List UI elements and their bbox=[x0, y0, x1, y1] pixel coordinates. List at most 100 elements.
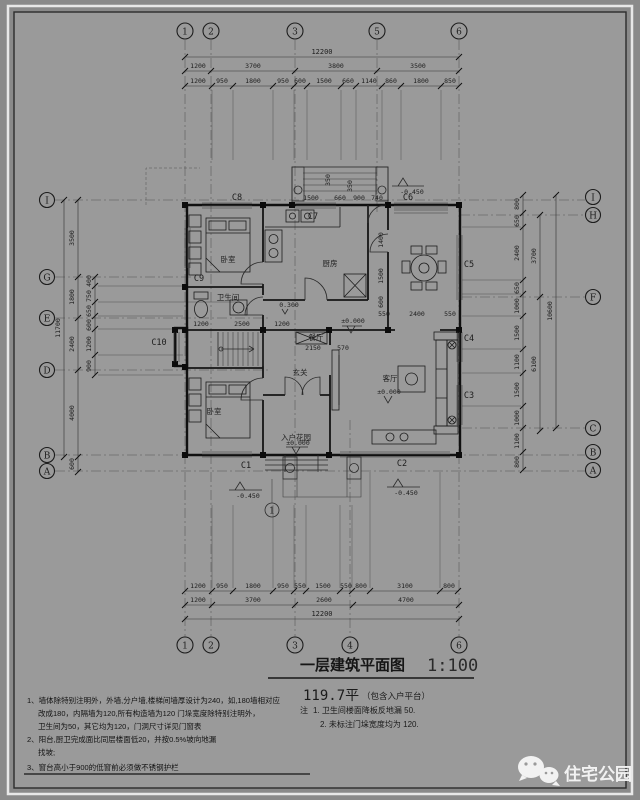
svg-text:600: 600 bbox=[294, 77, 306, 85]
svg-text:2600: 2600 bbox=[316, 596, 332, 604]
room-labels: 卧室 卫生间 厨房 餐厅 玄关 客厅 卧室 入户花园 bbox=[207, 254, 398, 442]
room-foyer: 玄关 bbox=[293, 367, 308, 377]
svg-text:400: 400 bbox=[85, 275, 93, 287]
axis-D-left: D bbox=[43, 367, 50, 377]
kitchen-fixtures bbox=[264, 207, 367, 298]
room-kitchen: 厨房 bbox=[323, 258, 338, 268]
entry-porch: 1 bbox=[264, 456, 362, 518]
svg-text:550: 550 bbox=[378, 310, 390, 318]
svg-text:3100: 3100 bbox=[397, 582, 413, 590]
svg-text:±0.000: ±0.000 bbox=[377, 388, 401, 396]
room-bathroom: 卫生间 bbox=[217, 292, 240, 302]
svg-text:900: 900 bbox=[353, 194, 365, 202]
level-zero-living: ±0.000 bbox=[377, 388, 401, 404]
axis-5-top: 5 bbox=[374, 28, 380, 38]
dimensions-right: 10600 3700 6100 800 650 2400 650 1000 15… bbox=[513, 198, 554, 468]
general-notes: 1、墙体除特别注明外，外墙,分户墙,楼梯间墙厚设计为240，如,180墙相对应 … bbox=[24, 695, 310, 775]
svg-text:1500: 1500 bbox=[315, 582, 331, 590]
detail-bubble-1: 1 bbox=[269, 507, 275, 517]
dim-left-total: 11700 bbox=[54, 318, 62, 338]
interior-dimensions: 1500 660 900 740 550 2400 550 1200 2500 … bbox=[193, 174, 456, 352]
dim-right-total: 10600 bbox=[546, 301, 554, 321]
svg-text:1200: 1200 bbox=[85, 336, 93, 352]
svg-text:1200: 1200 bbox=[190, 62, 206, 70]
svg-text:1000: 1000 bbox=[513, 410, 521, 426]
svg-text:1100: 1100 bbox=[513, 433, 521, 449]
drawing-title: 一层建筑平面图 bbox=[300, 656, 405, 674]
svg-text:3500: 3500 bbox=[410, 62, 426, 70]
svg-text:950: 950 bbox=[277, 77, 289, 85]
note-line-4: 2、阳台,厨卫完成面比同层楼面低20，并按0.5%坡向地漏 bbox=[27, 734, 217, 744]
svg-text:1200: 1200 bbox=[274, 320, 290, 328]
svg-text:1000: 1000 bbox=[513, 298, 521, 314]
svg-text:600: 600 bbox=[68, 458, 76, 470]
svg-text:-0.450: -0.450 bbox=[394, 489, 418, 497]
svg-text:550: 550 bbox=[340, 582, 352, 590]
svg-text:4700: 4700 bbox=[398, 596, 414, 604]
bed-bedroom2 bbox=[188, 377, 251, 439]
bed-bedroom1 bbox=[188, 214, 251, 276]
living-furniture bbox=[331, 331, 459, 445]
axis-B-left: B bbox=[44, 452, 51, 462]
svg-text:350: 350 bbox=[346, 180, 354, 192]
svg-text:6100: 6100 bbox=[530, 356, 538, 372]
note-line-3: 卫生间为50，其它均为120，门洞尺寸详见门窗表 bbox=[38, 721, 202, 731]
svg-text:1500: 1500 bbox=[377, 268, 385, 284]
svg-text:2400: 2400 bbox=[68, 336, 76, 352]
area-suffix: （包含入户平台） bbox=[362, 691, 430, 701]
svg-text:800: 800 bbox=[443, 582, 455, 590]
svg-text:1500: 1500 bbox=[316, 77, 332, 85]
svg-text:3700: 3700 bbox=[245, 596, 261, 604]
wechat-icon bbox=[518, 756, 560, 786]
staircase bbox=[217, 332, 264, 366]
dimensions-left: 11700 3500 1800 2400 4000 600 400 750 65… bbox=[54, 230, 93, 470]
axis-F-right: F bbox=[590, 294, 596, 304]
window-c7: C7 bbox=[308, 212, 318, 222]
window-c1: C1 bbox=[241, 461, 251, 471]
svg-text:600: 600 bbox=[377, 296, 385, 308]
window-c2: C2 bbox=[397, 459, 407, 469]
svg-text:3500: 3500 bbox=[68, 230, 76, 246]
svg-text:4000: 4000 bbox=[68, 405, 76, 421]
svg-text:660: 660 bbox=[342, 77, 354, 85]
level-zero-hall: ±0.000 bbox=[341, 317, 365, 334]
note-line-2: 改成180，内隔墙为120,所有构造墙为120 门垛宽度除特别注明外， bbox=[38, 708, 260, 718]
svg-text:660: 660 bbox=[334, 194, 346, 202]
svg-text:1200: 1200 bbox=[190, 77, 206, 85]
level-minus450-left: -0.450 bbox=[229, 481, 262, 500]
room-bedroom2: 卧室 bbox=[207, 406, 222, 416]
area-value: 119.7平 bbox=[303, 688, 359, 704]
svg-text:±0.000: ±0.000 bbox=[341, 317, 365, 325]
axis-6-bottom: 6 bbox=[456, 642, 462, 652]
drawing-scale: 1:100 bbox=[427, 656, 478, 676]
svg-text:550: 550 bbox=[444, 310, 456, 318]
window-c6: C6 bbox=[403, 193, 413, 203]
grid-bubbles-right: I H F C B A bbox=[584, 188, 602, 479]
window-c5: C5 bbox=[464, 260, 474, 270]
axis-C-right: C bbox=[590, 425, 597, 435]
note-line-6: 3、窗台高小于900的低窗前必须做不锈钢护栏 bbox=[27, 762, 179, 772]
svg-text:650: 650 bbox=[513, 282, 521, 294]
dimensions-top: 12200 1200 3700 3800 3500 1200 950 1800 … bbox=[190, 48, 456, 85]
svg-text:900: 900 bbox=[85, 360, 93, 372]
dimension-lines bbox=[60, 53, 560, 623]
axis-1-bottom: 1 bbox=[182, 642, 188, 652]
svg-text:650: 650 bbox=[513, 215, 521, 227]
grid-bubbles-left: I G E D B A bbox=[38, 191, 56, 480]
window-c10: C10 bbox=[151, 338, 166, 348]
window-c4: C4 bbox=[464, 334, 474, 344]
note-label: 注 bbox=[300, 705, 308, 715]
title-note-1: 1. 卫生间楼面降板反地漏 50. bbox=[313, 705, 415, 715]
svg-text:740: 740 bbox=[371, 194, 383, 202]
level-zero-entry: ±0.000 bbox=[286, 439, 310, 455]
svg-text:1800: 1800 bbox=[245, 582, 261, 590]
svg-text:750: 750 bbox=[85, 290, 93, 302]
svg-text:650: 650 bbox=[85, 305, 93, 317]
bathroom-fixtures bbox=[193, 291, 248, 318]
floor-plan: 1 bbox=[145, 166, 463, 518]
svg-text:1100: 1100 bbox=[513, 354, 521, 370]
axis-1-top: 1 bbox=[182, 28, 188, 38]
svg-text:570: 570 bbox=[337, 344, 349, 352]
